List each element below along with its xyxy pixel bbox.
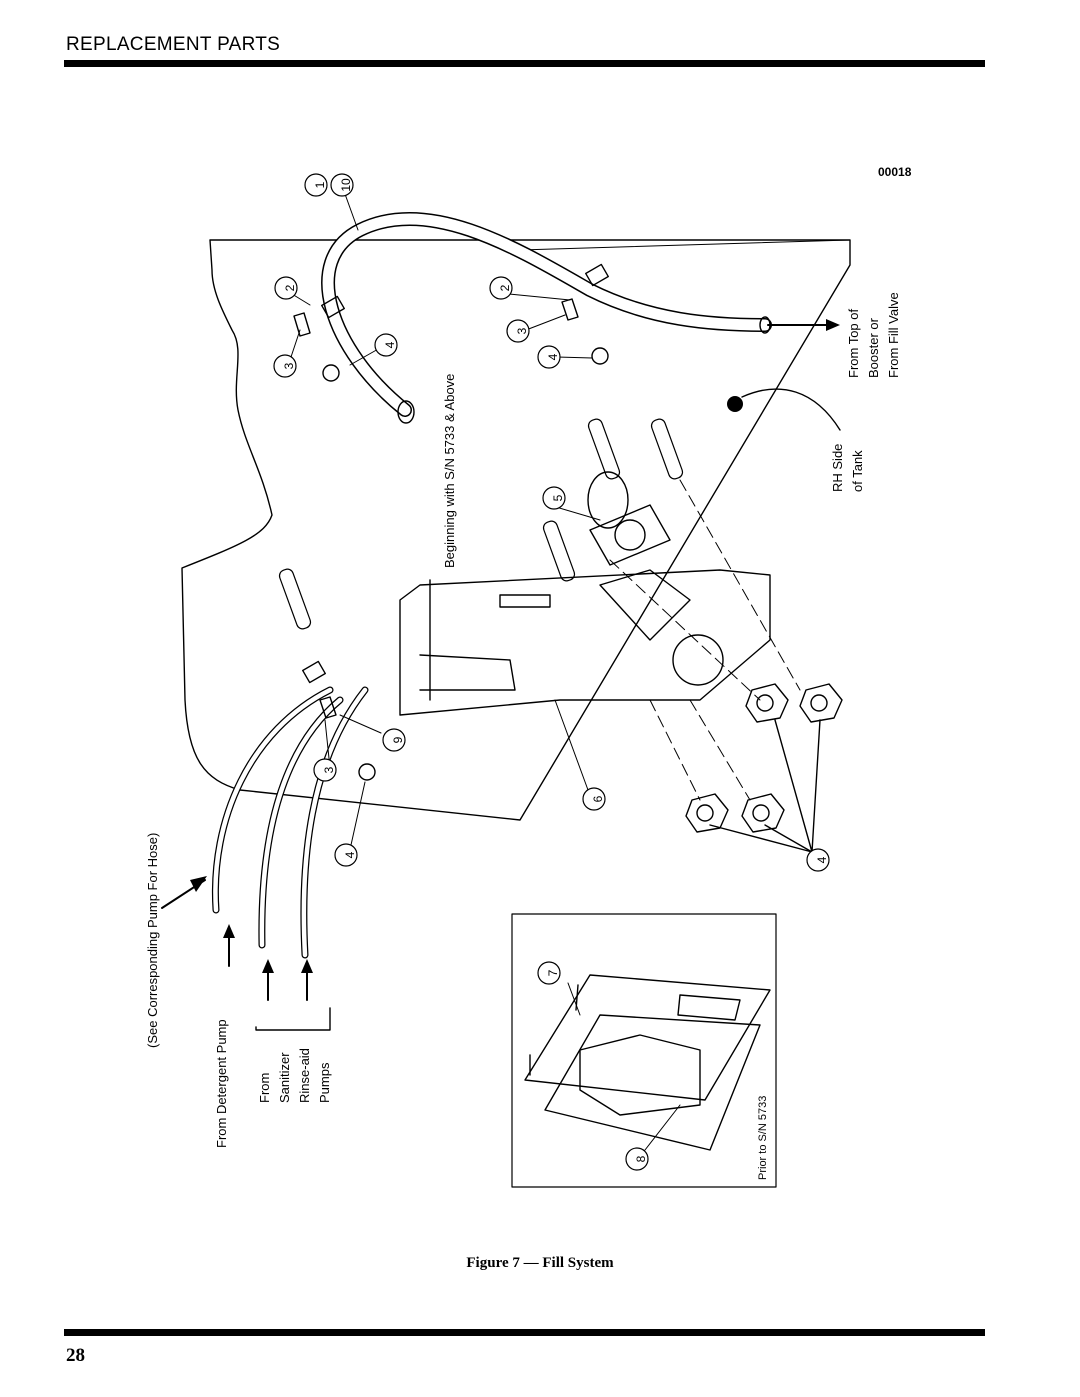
clamp-left: [321, 295, 345, 319]
fill-fitting-body: [399, 569, 771, 716]
callout-9: 9: [391, 736, 405, 743]
callout-7: 7: [546, 969, 560, 976]
figure-caption: Figure 7 — Fill System: [466, 1255, 614, 1271]
clamp-right: [585, 263, 609, 287]
section-title: REPLACEMENT PARTS: [66, 34, 281, 55]
drawing-number: 00018: [878, 165, 912, 179]
callout-2-right: 2: [498, 284, 512, 291]
upper-hose: [321, 211, 772, 417]
callout-3-lower: 3: [322, 766, 336, 773]
lower-hoses: [211, 686, 369, 959]
callout-4-left: 4: [383, 341, 397, 348]
of-tank-label: of Tank: [850, 450, 865, 492]
hex-nuts: [685, 683, 843, 833]
callout-6: 6: [591, 795, 605, 802]
callout-8: 8: [634, 1155, 648, 1162]
callout-10: 10: [339, 178, 353, 192]
nut-left: [322, 364, 340, 382]
callout-4-lower: 4: [343, 851, 357, 858]
nut-right: [591, 347, 609, 365]
callout-5: 5: [551, 494, 565, 501]
inset-frame: [511, 913, 777, 1188]
sanitizer-label: Sanitizer: [277, 1052, 292, 1103]
rh-side-label: RH Side: [830, 444, 845, 492]
screw-right: [561, 298, 579, 321]
rh-side-dot: [727, 396, 743, 412]
inset-plate-back: [524, 974, 771, 1101]
callout-3-right: 3: [515, 327, 529, 334]
from-detergent-label: From Detergent Pump: [214, 1019, 229, 1148]
callout-2-left: 2: [283, 284, 297, 291]
beginning-sn-note: Beginning with S/N 5733 & Above: [442, 374, 457, 568]
callout-4-right: 4: [546, 353, 560, 360]
header-rule: [64, 60, 985, 67]
from-fill-valve-label: From Fill Valve: [886, 292, 901, 378]
booster-or-label: Booster or: [866, 317, 881, 378]
clamp-lower: [302, 660, 326, 684]
upper-hose-end: [397, 400, 415, 424]
tank-fold-line: [519, 239, 851, 251]
mounting-plate: [589, 504, 671, 566]
pumps-label: Pumps: [317, 1062, 332, 1103]
see-pump-note: (See Corresponding Pump For Hose): [145, 833, 160, 1048]
callout-3-left: 3: [282, 362, 296, 369]
nut-lower: [358, 763, 376, 781]
tank-wall-outline: [181, 239, 851, 821]
from-top-of-label: From Top of: [846, 308, 861, 378]
callout-4-nuts: 4: [815, 856, 829, 863]
rinse-aid-label: Rinse-aid: [297, 1048, 312, 1103]
from-label: From: [257, 1073, 272, 1103]
screw-left: [293, 312, 311, 337]
prior-to-sn-note: Prior to S/N 5733: [757, 1096, 769, 1180]
callout-1: 1: [313, 181, 327, 188]
page-number: 28: [66, 1345, 85, 1366]
inset-plate-front: [544, 1014, 761, 1151]
gasket: [587, 471, 629, 529]
stud-bolts: [278, 418, 684, 630]
screw-lower: [319, 696, 337, 719]
footer-rule: [64, 1329, 985, 1336]
